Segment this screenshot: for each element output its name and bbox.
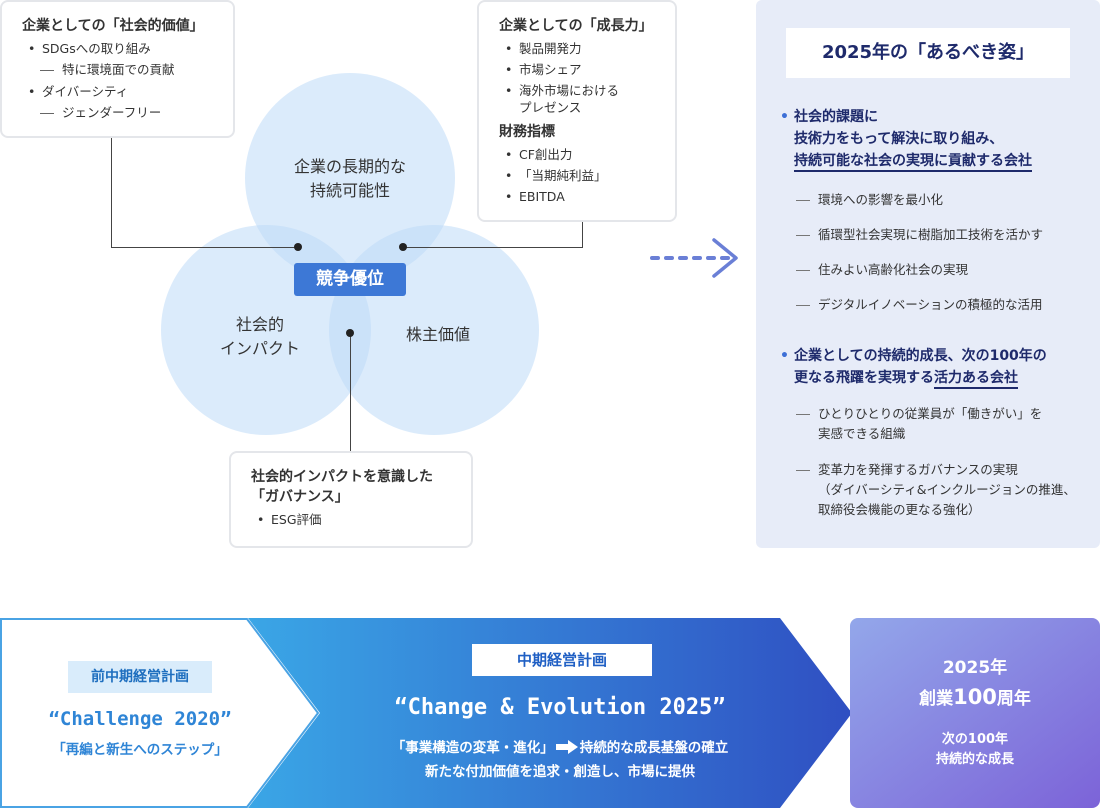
vision-item-line: （ダイバーシティ&インクルージョンの推進、 [818,482,1076,497]
vision-title: 2025年の「あるべき姿」 [786,28,1070,78]
venn-right-label: 株主価値 [405,325,470,344]
goal-line2: 創業100周年 [850,682,1100,714]
goal-sub-line1: 次の100年 [941,732,1009,747]
list-item: CF創出力 [499,146,675,164]
venn-top-label-line2: 持続可能性 [309,181,390,200]
growth-card: 企業としての「成長力」 製品開発力 市場シェア 海外市場における プレゼンス 財… [477,0,677,222]
connector-line [350,333,351,451]
competitive-advantage-badge: 競争優位 [294,263,406,296]
bullet-dot-icon: • [780,109,789,125]
list-item: ジェンダーフリー [22,104,233,122]
goal-line1: 2025年 [942,658,1008,678]
vision-bullet-2: • 企業としての持続的成長、次の100年の 更なる飛躍を実現する活力ある会社 [780,345,1047,389]
social-value-card: 企業としての「社会的価値」 SDGsへの取り組み 特に環境面での貢献 ダイバーシ… [0,0,235,138]
goal-title: 2025年 創業100周年 [850,654,1100,714]
goal-sub-line2: 持続的な成長 [935,752,1014,767]
vision-panel: 2025年の「あるべき姿」 • 社会的課題に 技術力をもって解決に取り組み、 持… [756,0,1100,548]
goal-line2-a: 創業 [919,689,954,709]
connector-dot [294,243,302,251]
list-item: ESG評価 [251,511,471,529]
vision-item-line: 変革力を発揮するガバナンスの実現 [818,462,1018,477]
connector-line [111,247,298,248]
connector-line [111,138,112,247]
current-plan-name: “Change & Evolution 2025” [394,695,726,720]
previous-plan-tag: 前中期経営計画 [68,661,212,693]
vision-bullet-1-line3: 持続可能な社会の実現に貢献する会社 [794,153,1032,172]
current-plan-arrow [248,618,852,808]
vision-item-line: 取締役会機能の更なる強化） [818,502,981,517]
list-item: 「当期純利益」 [499,167,675,185]
list-item: ダイバーシティ [22,83,233,101]
goal-box [850,618,1100,808]
venn-top-label: 企業の長期的な 持続可能性 [270,155,430,203]
vision-item: 変革力を発揮するガバナンスの実現 （ダイバーシティ&インクルージョンの推進、 取… [796,460,1076,520]
vision-item: 住みよい高齢化社会の実現 [796,260,968,280]
previous-plan-name: “Challenge 2020” [48,708,232,730]
venn-left-label-line2: インパクト [219,339,300,358]
finance-subtitle: 財務指標 [499,124,555,140]
current-plan-subtitle-line1: 「事業構造の変革・進化」 持続的な成長基盤の確立 [300,738,820,758]
vision-item-line: ひとりひとりの従業員が「働きがい」を [818,406,1043,421]
goal-line2-c: 周年 [996,689,1031,709]
vision-bullet-1-line2: 技術力をもって解決に取り組み、 [794,131,1004,147]
list-item: プレゼンス [519,100,582,115]
right-arrow-icon [555,740,578,754]
vision-item: デジタルイノベーションの積極的な活用 [796,295,1043,315]
vision-bullet-2-line2a: 更なる飛躍を実現する [794,370,934,386]
current-plan-tag: 中期経営計画 [472,644,652,676]
list-item: 特に環境面での貢献 [22,61,233,79]
vision-item: 循環型社会実現に樹脂加工技術を活かす [796,225,1043,245]
governance-card: 社会的インパクトを意識した 「ガバナンス」 ESG評価 [229,451,473,548]
vision-item: 環境への影響を最小化 [796,190,943,210]
venn-top-label-line1: 企業の長期的な [293,157,406,176]
goal-subtitle: 次の100年 持続的な成長 [850,730,1100,770]
governance-title-line1: 社会的インパクトを意識した [251,469,433,485]
vision-bullet-2-line2b: 活力ある会社 [934,370,1018,389]
connector-dot [346,329,354,337]
bullet-dot-icon: • [780,348,789,364]
connector-dot [399,243,407,251]
list-item: 市場シェア [499,61,675,79]
list-item: 製品開発力 [499,40,675,58]
goal-line2-b: 100 [953,685,997,709]
vision-bullet-1: • 社会的課題に 技術力をもって解決に取り組み、 持続可能な社会の実現に貢献する… [780,106,1032,172]
list-item: 海外市場における [499,82,675,100]
current-plan-subtitle-line2: 新たな付加価値を追求・創造し、市場に提供 [425,764,695,780]
current-plan-sub-part-a: 「事業構造の変革・進化」 [391,740,554,756]
list-item: EBITDA [499,188,675,206]
connector-line [403,247,583,248]
growth-title: 企業としての「成長力」 [499,18,653,34]
vision-bullet-2-line1: 企業としての持続的成長、次の100年の [794,348,1047,364]
social-value-title: 企業としての「社会的価値」 [22,18,204,34]
venn-circle-right [329,225,539,435]
governance-title-line2: 「ガバナンス」 [251,489,349,505]
venn-left-label: 社会的 インパクト [200,313,320,361]
previous-plan-subtitle: 「再編と新生へのステップ」 [52,742,228,758]
dashed-arrow-icon [650,238,738,278]
current-plan-sub-part-b: 持続的な成長基盤の確立 [579,740,729,756]
vision-bullet-1-line1: 社会的課題に [794,109,878,125]
venn-left-label-line1: 社会的 [235,315,284,334]
vision-item: ひとりひとりの従業員が「働きがい」を 実感できる組織 [796,404,1042,444]
vision-item-line: 実感できる組織 [818,426,906,441]
list-item: SDGsへの取り組み [22,40,233,58]
connector-line [582,222,583,247]
